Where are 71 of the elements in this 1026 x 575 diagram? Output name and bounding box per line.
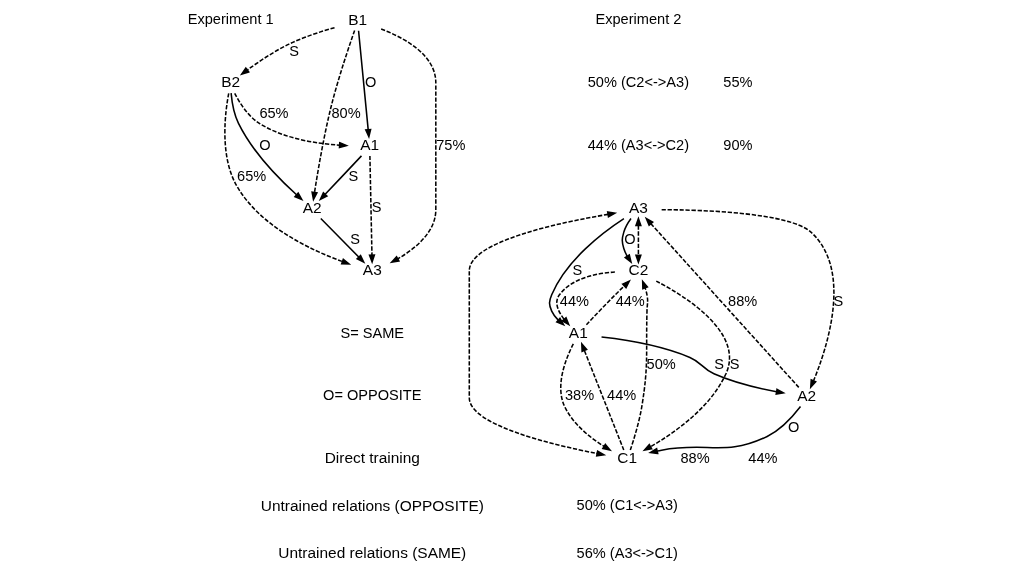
arrow (629, 279, 649, 451)
arrow (641, 280, 730, 452)
edge-label: O (787, 418, 799, 435)
edge-label: S (349, 230, 360, 247)
node-text: A1 (359, 136, 379, 154)
node-text: B2 (220, 73, 240, 91)
arrow (548, 217, 625, 327)
edge-label: O (364, 74, 376, 91)
arrow (580, 341, 625, 451)
edge-label: 44% (615, 293, 645, 310)
edge-label: S (288, 42, 299, 59)
label: S= SAME (339, 324, 404, 341)
arrow (621, 217, 632, 264)
label: 90% (722, 136, 753, 153)
label: 88% (679, 450, 710, 467)
edge-label: S (729, 356, 739, 373)
label: 44% (A3<->C2) (587, 136, 689, 153)
edge-label: S (572, 262, 582, 279)
node-text: C2 (628, 261, 648, 279)
label: Experiment 1 (187, 11, 274, 28)
label: Experiment 2 (594, 11, 681, 28)
edge-label: 80% (331, 105, 361, 122)
edge-label: 44% (606, 387, 636, 404)
node-text: A2 (796, 386, 816, 404)
arrow (367, 155, 375, 265)
arrow (379, 28, 437, 264)
arrow (233, 92, 349, 149)
arrow (644, 216, 800, 389)
label: 56% (A3<->C1) (576, 544, 678, 561)
node-text: B1 (347, 10, 367, 28)
legend-label: Untrained relations (OPPOSITE) (260, 496, 484, 514)
node-text: A3 (362, 261, 382, 279)
arrow (357, 29, 372, 139)
edge-label: 44% (559, 293, 589, 310)
edge-label: S (371, 199, 381, 216)
label: 50% (C2<->A3) (587, 74, 689, 91)
arrow (559, 343, 612, 452)
label: 55% (722, 74, 753, 91)
arrow (585, 279, 631, 326)
edge-label: O (623, 230, 635, 247)
edge-label: 65% (258, 105, 289, 122)
edge-label: 38% (564, 387, 594, 404)
edge-label: S (348, 168, 358, 185)
arrow (647, 405, 801, 455)
edge-label: S (833, 293, 843, 310)
edge-label: S (713, 356, 724, 373)
edge-label: 88% (727, 293, 757, 310)
label: 44% (747, 450, 777, 467)
label: O= OPPOSITE (322, 387, 422, 404)
arrow (319, 217, 365, 264)
legend-label: Untrained relations (SAME) (277, 543, 466, 561)
edge-label: 65% (236, 168, 266, 185)
arrow (318, 155, 362, 202)
edge-label: O (258, 136, 271, 153)
legend-label: Direct training (324, 449, 420, 467)
arrow (223, 92, 351, 265)
arrow (634, 216, 642, 265)
edge-label: 75% (435, 136, 465, 153)
arrow (468, 211, 617, 457)
arrow (660, 208, 835, 390)
node-text: A3 (628, 198, 648, 216)
arrow (555, 271, 616, 327)
node-text: A2 (302, 198, 322, 216)
edge-label: 50% (646, 356, 676, 373)
arrow (310, 29, 355, 202)
label: 50% (C1<->A3) (576, 497, 678, 514)
arrow (239, 26, 335, 76)
arrow (600, 336, 786, 395)
arrow (229, 92, 303, 201)
node-text: C1 (616, 449, 637, 467)
node-text: A1 (568, 324, 588, 342)
